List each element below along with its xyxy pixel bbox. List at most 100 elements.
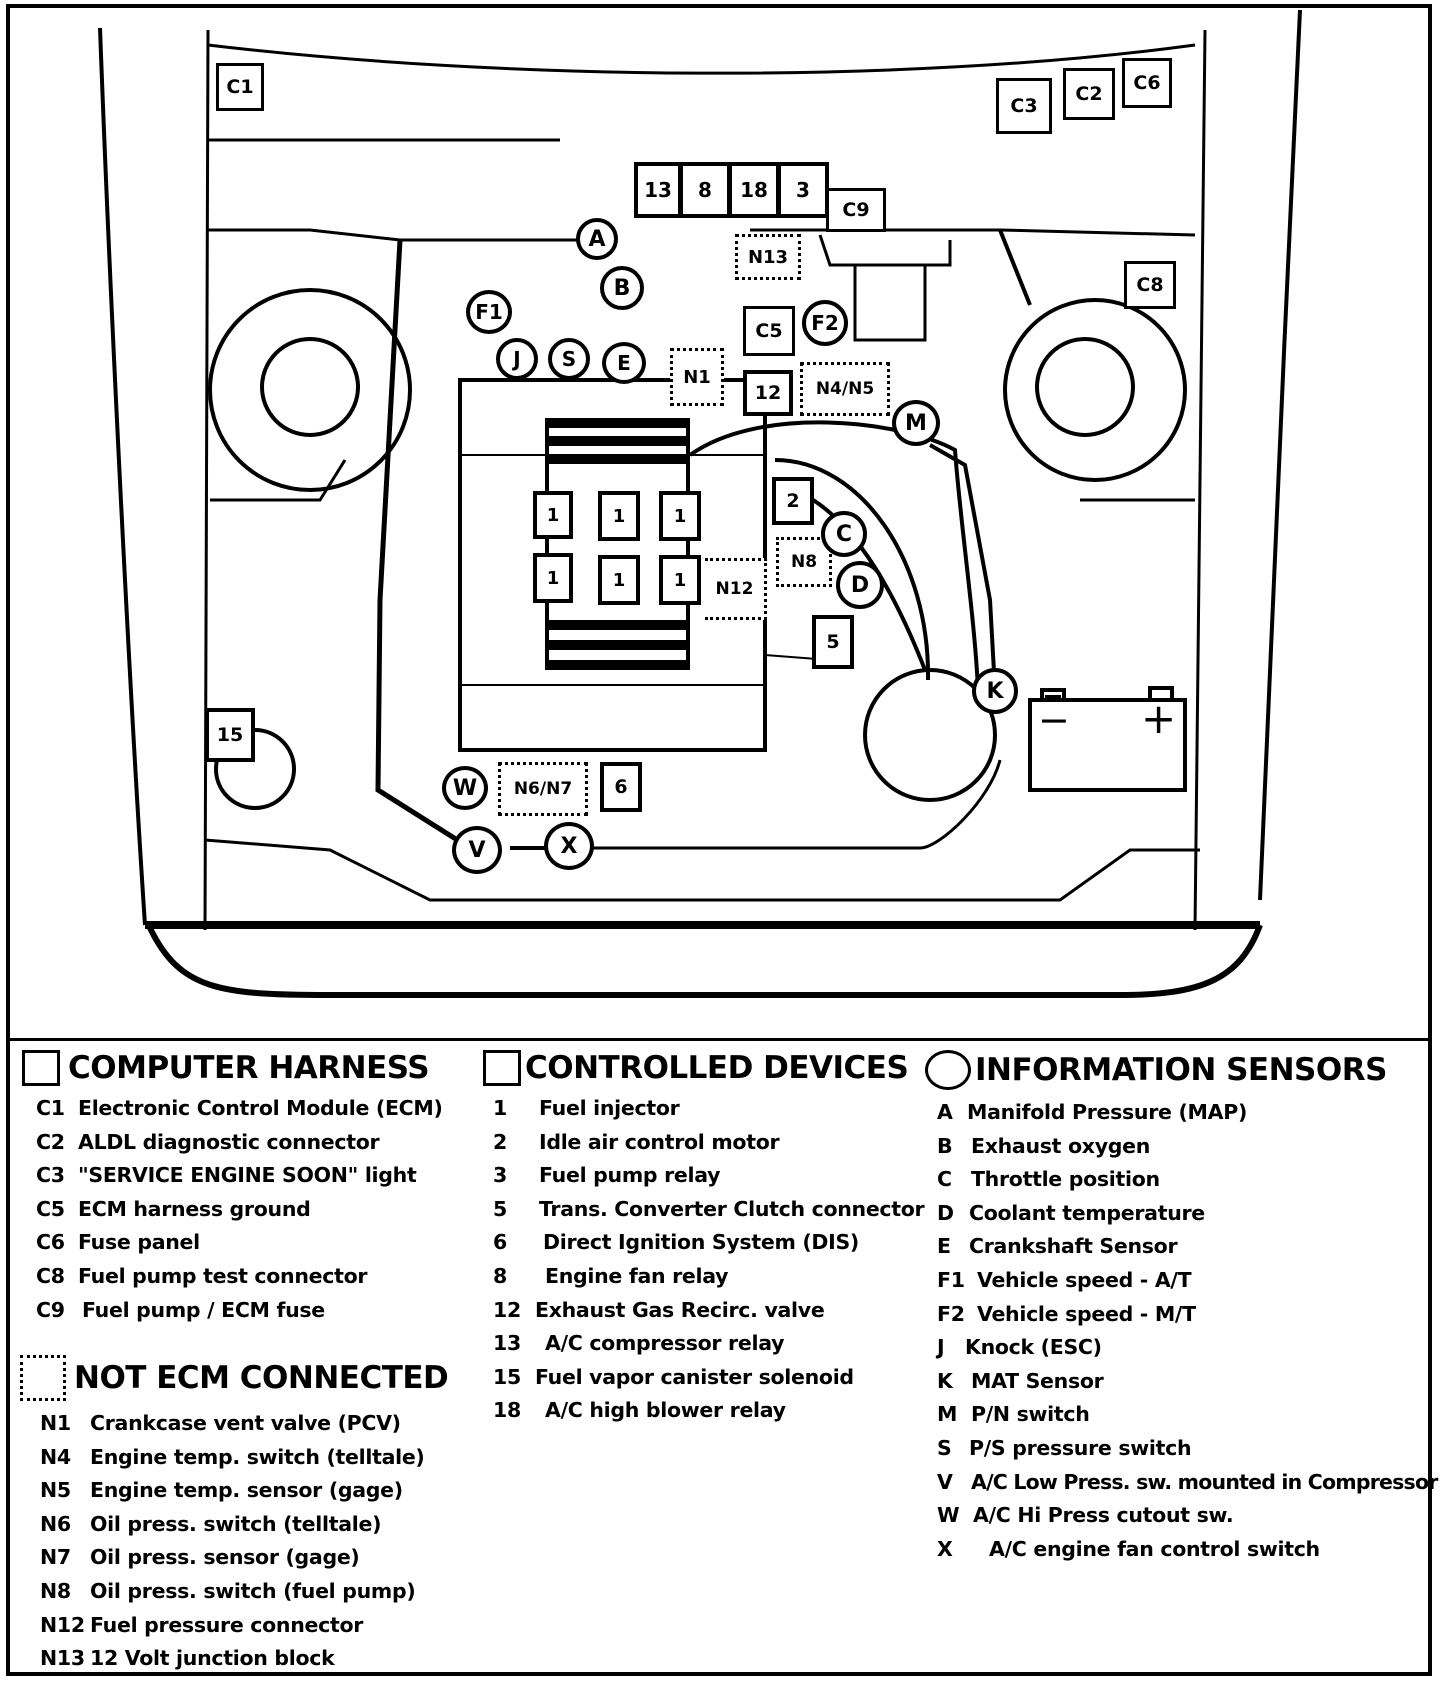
connector-c2: C2 xyxy=(1063,68,1115,120)
legend-code: X xyxy=(937,1536,953,1561)
legend-code: W xyxy=(937,1503,960,1528)
not-ecm-n8-label: N8 xyxy=(790,552,818,572)
legend-item: A Manifold Pressure (MAP) xyxy=(925,1096,1438,1130)
sensor-s-label: S xyxy=(561,347,577,371)
sensor-b-label: B xyxy=(613,275,631,301)
connector-c5: C5 xyxy=(743,306,795,356)
legend-text: Vehicle speed - M/T xyxy=(977,1301,1196,1326)
sensor-k: K xyxy=(972,668,1018,714)
sensor-a: A xyxy=(576,218,618,260)
connector-c5-label: C5 xyxy=(755,320,783,342)
legend-text: Exhaust Gas Recirc. valve xyxy=(535,1297,825,1322)
dotted-square-symbol-icon xyxy=(20,1355,66,1401)
legend-text: Manifold Pressure (MAP) xyxy=(967,1100,1248,1124)
sensor-s: S xyxy=(548,338,590,380)
injector: 1 xyxy=(659,491,701,541)
not-ecm-n13-label: N13 xyxy=(747,246,789,268)
page-frame xyxy=(6,4,1432,1676)
connector-c9: C9 xyxy=(826,188,886,232)
battery-minus-sign: − xyxy=(1038,698,1070,742)
legend-code: 8 xyxy=(493,1263,507,1288)
legend-code: N8 xyxy=(40,1578,71,1603)
legend-text: Throttle position xyxy=(971,1167,1160,1192)
device-6-label: 6 xyxy=(614,776,628,798)
injector-label: 1 xyxy=(673,569,687,591)
sensor-w: W xyxy=(442,766,488,810)
device-15-canister xyxy=(214,728,296,810)
not-ecm-n8: N8 xyxy=(776,537,832,587)
legend-text: Direct Ignition System (DIS) xyxy=(543,1230,859,1255)
not-ecm-n12-label: N12 xyxy=(715,579,754,599)
connector-c3-label: C3 xyxy=(1010,95,1038,117)
square-symbol-icon xyxy=(483,1050,521,1086)
legend-code: N6 xyxy=(40,1511,71,1536)
sensor-b: B xyxy=(600,266,644,310)
legend-text: Engine temp. switch (telltale) xyxy=(90,1444,425,1469)
legend-item: C3"SERVICE ENGINE SOON" light xyxy=(22,1159,443,1193)
sensor-c-label: C xyxy=(835,521,853,547)
legend-text: Oil press. switch (fuel pump) xyxy=(90,1578,416,1603)
legend-text: A/C Low Press. sw. mounted in Compressor xyxy=(971,1469,1438,1494)
sensor-w-label: W xyxy=(452,775,478,801)
injector-label: 1 xyxy=(612,505,626,527)
device-2: 2 xyxy=(772,477,814,525)
legend-code: N5 xyxy=(40,1478,71,1503)
legend-code: A xyxy=(937,1100,953,1124)
legend-title: INFORMATION SENSORS xyxy=(975,1052,1387,1088)
injector-label: 1 xyxy=(546,504,560,526)
legend-text: P/S pressure switch xyxy=(969,1435,1192,1460)
connector-c3: C3 xyxy=(996,78,1052,134)
legend-code: N7 xyxy=(40,1545,71,1570)
not-ecm-n12: N12 xyxy=(705,558,767,620)
sensor-f1: F1 xyxy=(466,290,512,334)
legend-text: Fuel pressure connector xyxy=(90,1612,364,1637)
legend-controlled-devices-heading: CONTROLLED DEVICES xyxy=(483,1050,924,1086)
relay-3: 3 xyxy=(777,162,829,218)
legend-text: Oil press. switch (telltale) xyxy=(90,1511,382,1536)
legend-text: Crankshaft Sensor xyxy=(969,1234,1178,1259)
not-ecm-n6n7-label: N6/N7 xyxy=(513,779,573,799)
legend-code: C9 xyxy=(36,1297,65,1322)
legend-text: "SERVICE ENGINE SOON" light xyxy=(78,1163,417,1188)
device-5: 5 xyxy=(812,615,854,669)
legend-code: C6 xyxy=(36,1230,65,1255)
injector: 1 xyxy=(659,555,701,605)
device-6: 6 xyxy=(600,762,642,812)
sensor-j: J xyxy=(496,338,538,380)
legend-code: 5 xyxy=(493,1196,507,1221)
square-symbol-icon xyxy=(22,1050,60,1086)
injector-label: 1 xyxy=(673,505,687,527)
injector: 1 xyxy=(533,553,573,603)
legend-code: S xyxy=(937,1435,952,1460)
legend-text: Idle air control motor xyxy=(539,1129,780,1154)
legend-text: Coolant temperature xyxy=(969,1200,1205,1225)
sensor-x-label: X xyxy=(560,833,578,859)
legend-text: MAT Sensor xyxy=(971,1368,1104,1393)
legend-code: B xyxy=(937,1133,953,1158)
device-5-label: 5 xyxy=(826,631,840,653)
legend-code: C5 xyxy=(36,1196,65,1221)
legend-text: 12 Volt junction block xyxy=(90,1646,335,1671)
legend-code: 1 xyxy=(493,1096,507,1120)
legend-text: Fuse panel xyxy=(78,1230,200,1255)
sensor-m-label: M xyxy=(905,410,927,436)
legend-code: K xyxy=(937,1368,953,1393)
connector-c6: C6 xyxy=(1122,58,1172,108)
legend-title: NOT ECM CONNECTED xyxy=(74,1360,449,1396)
not-ecm-n4n5: N4/N5 xyxy=(800,362,890,416)
sensor-d-label: D xyxy=(850,572,870,598)
legend-text: Fuel pump / ECM fuse xyxy=(82,1297,325,1322)
legend-code: C xyxy=(937,1167,952,1192)
